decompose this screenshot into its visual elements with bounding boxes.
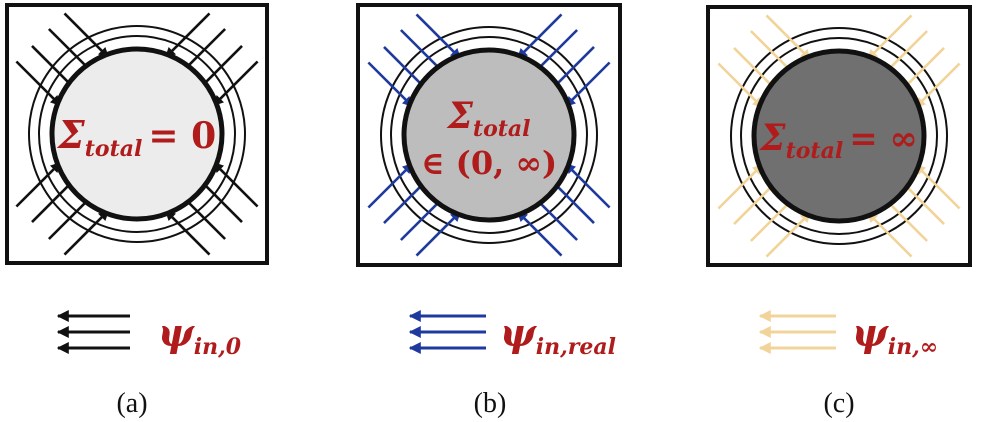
panel-a-sigma-label: Σtotal= 0 xyxy=(56,112,216,162)
panel-b-psi-label: ψin,real xyxy=(500,310,616,360)
panel-b-sigma-label: Σtotal xyxy=(445,95,530,142)
incoming-arrow xyxy=(564,61,611,108)
incoming-arrow xyxy=(15,60,62,107)
panel-c-psi-label: ψin,∞ xyxy=(852,310,938,360)
incoming-arrow xyxy=(164,209,211,256)
panel-a-scatterer-circle xyxy=(49,46,225,222)
incoming-arrow xyxy=(415,13,462,60)
panel-b-relation-label: ∈ (0, ∞) xyxy=(421,144,557,182)
incoming-arrow xyxy=(866,14,913,61)
incoming-arrow xyxy=(765,211,812,258)
panel-a: Σtotal= 0 ψin,0 (a) xyxy=(5,3,269,419)
panel-a-caption: (a) xyxy=(116,388,147,419)
incoming-arrow xyxy=(15,161,62,208)
panel-c-scatterer-circle xyxy=(751,48,927,224)
incoming-arrow xyxy=(516,210,563,257)
panel-b-legend-arrows xyxy=(408,310,486,354)
incoming-arrow xyxy=(63,209,110,256)
incoming-arrow xyxy=(914,62,961,109)
incoming-arrow xyxy=(367,61,414,108)
incoming-arrow xyxy=(367,162,414,209)
incoming-arrow xyxy=(164,12,211,59)
incoming-arrow xyxy=(415,210,462,257)
panel-a-psi-label: ψin,0 xyxy=(158,310,242,360)
incoming-arrow xyxy=(212,161,259,208)
panel-c-caption: (c) xyxy=(823,388,854,419)
incoming-arrow xyxy=(914,163,961,210)
panel-a-inner-ring xyxy=(38,35,236,233)
incoming-arrow xyxy=(63,12,110,59)
panel-b-scatterer-circle xyxy=(401,47,577,223)
panel-c-inner-ring xyxy=(740,37,938,235)
panel-b: Σtotal ∈ (0, ∞) ψin,real (b) xyxy=(356,3,622,419)
panel-b-caption: (b) xyxy=(474,388,507,419)
incoming-arrow xyxy=(866,211,913,258)
panel-a-outer-ring xyxy=(28,25,246,243)
incoming-arrow xyxy=(516,13,563,60)
incoming-arrow xyxy=(717,163,764,210)
panel-a-legend-arrows xyxy=(56,310,130,354)
incoming-arrow xyxy=(717,62,764,109)
panel-b-outer-ring xyxy=(380,26,598,244)
panel-c-sigma-label: Σtotal= ∞ xyxy=(758,117,918,164)
panel-b-inner-ring xyxy=(390,36,588,234)
incoming-arrow xyxy=(212,60,259,107)
incoming-arrow xyxy=(765,14,812,61)
panel-c-legend-arrows xyxy=(758,310,836,354)
panel-c-outer-ring xyxy=(730,27,948,245)
panel-c: Σtotal= ∞ ψin,∞ (c) xyxy=(706,5,972,419)
incoming-arrow xyxy=(564,162,611,209)
